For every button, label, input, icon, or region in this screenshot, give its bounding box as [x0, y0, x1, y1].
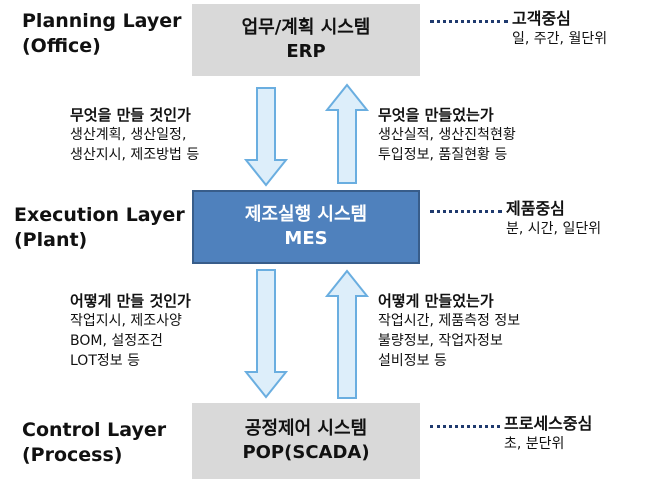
up-arrow-lower [324, 269, 370, 399]
mes-to-pop-line: BOM, 설정조건 [70, 333, 163, 349]
erp-to-mes-head: 무엇을 만들 것인가 [70, 106, 191, 124]
pop-system-code: POP(SCADA) [242, 442, 370, 463]
mes-to-pop-line: LOT정보 등 [70, 353, 140, 369]
erp-to-mes-line: 생산지시, 제조방법 등 [70, 147, 200, 163]
pop-focus-label: 프로세스중심 초, 분단위 [504, 414, 592, 454]
execution-layer-title: Execution Layer (Plant) [14, 203, 185, 253]
pop-focus-connector [430, 425, 500, 428]
mes-to-erp-annotation: 무엇을 만들었는가 생산실적, 생산진척현황 투입정보, 품질현황 등 [378, 105, 516, 165]
pop-focus-sub: 초, 분단위 [504, 436, 565, 452]
pop-system-name: 공정제어 시스템 [244, 418, 368, 439]
pop-to-mes-line: 불량정보, 작업자정보 [378, 333, 503, 349]
mes-to-pop-line: 작업지시, 제조사양 [70, 313, 182, 329]
erp-focus-label: 고객중심 일, 주간, 월단위 [512, 9, 607, 49]
down-arrow-lower [243, 269, 289, 399]
down-arrow-upper [243, 87, 289, 187]
erp-focus-connector [430, 20, 508, 23]
planning-layer-name: Planning Layer [22, 10, 182, 32]
pop-to-mes-line: 작업시간, 제품측정 정보 [378, 313, 521, 329]
erp-system-name: 업무/계획 시스템 [241, 17, 371, 38]
mes-to-pop-annotation: 어떻게 만들 것인가 작업지시, 제조사양 BOM, 설정조건 LOT정보 등 [70, 291, 191, 371]
control-layer-name: Control Layer [22, 419, 167, 441]
pop-to-mes-line: 설비정보 등 [378, 353, 447, 369]
execution-layer-name: Execution Layer [14, 204, 185, 226]
erp-focus-head: 고객중심 [512, 9, 571, 28]
mes-to-erp-line: 투입정보, 품질현황 등 [378, 147, 508, 163]
pop-to-mes-annotation: 어떻게 만들었는가 작업시간, 제품측정 정보 불량정보, 작업자정보 설비정보… [378, 291, 520, 371]
control-layer-scope: (Process) [22, 444, 123, 466]
mes-focus-head: 제품중심 [506, 199, 565, 218]
control-layer-title: Control Layer (Process) [22, 418, 166, 468]
mes-system-name: 제조실행 시스템 [244, 204, 368, 225]
pop-system-box: 공정제어 시스템 POP(SCADA) [192, 403, 420, 479]
mes-system-box: 제조실행 시스템 MES [192, 190, 420, 264]
mes-focus-connector [430, 210, 502, 213]
planning-layer-scope: (Office) [22, 35, 101, 57]
pop-to-mes-head: 어떻게 만들었는가 [378, 292, 494, 310]
mes-system-code: MES [284, 228, 328, 249]
mes-to-erp-line: 생산실적, 생산진척현황 [378, 127, 516, 143]
pop-focus-head: 프로세스중심 [504, 414, 593, 433]
erp-focus-sub: 일, 주간, 월단위 [512, 31, 608, 47]
execution-layer-scope: (Plant) [14, 229, 88, 251]
mes-focus-label: 제품중심 분, 시간, 일단위 [506, 199, 601, 239]
mes-to-erp-head: 무엇을 만들었는가 [378, 106, 494, 124]
planning-layer-title: Planning Layer (Office) [22, 9, 182, 59]
erp-system-box: 업무/계획 시스템 ERP [192, 4, 420, 76]
up-arrow-upper [324, 83, 370, 184]
mes-to-pop-head: 어떻게 만들 것인가 [70, 292, 191, 310]
erp-system-code: ERP [286, 41, 326, 62]
erp-to-mes-annotation: 무엇을 만들 것인가 생산계획, 생산일정, 생산지시, 제조방법 등 [70, 105, 199, 165]
mes-focus-sub: 분, 시간, 일단위 [506, 221, 602, 237]
erp-to-mes-line: 생산계획, 생산일정, [70, 127, 187, 143]
